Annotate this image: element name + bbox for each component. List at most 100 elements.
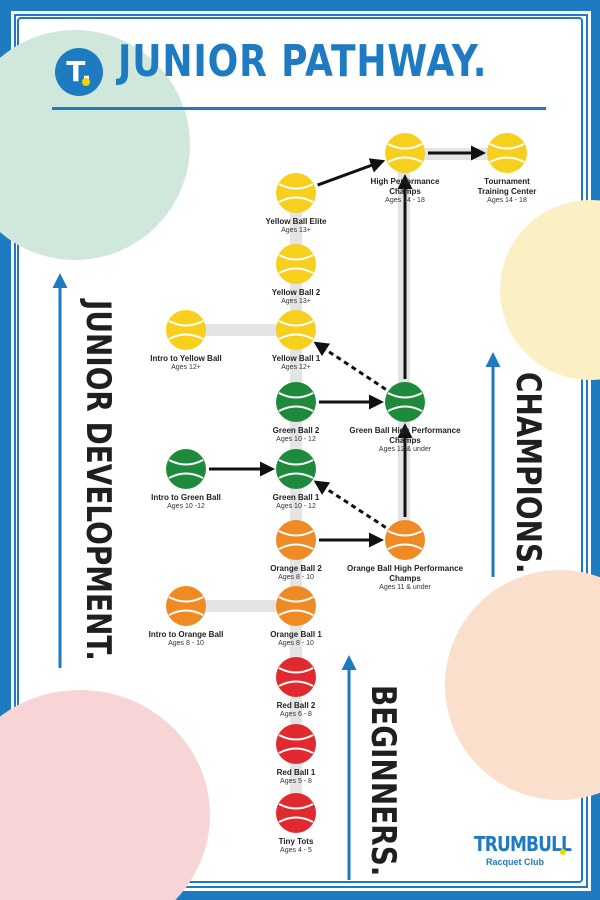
tennis-ball-icon (276, 657, 316, 697)
tennis-ball-icon (276, 586, 316, 626)
node-label-green1: Green Ball 1 (272, 493, 320, 502)
node-label-intro_green: Intro to Green Ball (151, 493, 221, 502)
node-age-orange_hp: Ages 11 & under (379, 584, 431, 591)
ball-orange_hp (385, 520, 425, 560)
ball-green2 (276, 382, 316, 422)
ball-seam (278, 530, 314, 537)
ball-tiny_tots (276, 793, 316, 833)
ball-yellow1 (276, 310, 316, 350)
ball-seam (278, 405, 314, 412)
ball-seam (278, 459, 314, 466)
ball-seam (489, 156, 525, 163)
tennis-ball-icon (276, 382, 316, 422)
node-label-red2: Red Ball 2 (276, 701, 316, 710)
ball-seam (278, 680, 314, 687)
brand-subtitle: Racquet Club (486, 857, 545, 867)
brand-dot (560, 849, 566, 855)
ball-seam (387, 392, 423, 399)
logo-dot (82, 78, 90, 86)
ball-seam (278, 196, 314, 203)
node-age-intro_green: Ages 10 -12 (167, 503, 205, 510)
node-label-yellow_elite: Yellow Ball Elite (265, 217, 327, 226)
ball-intro_green (166, 449, 206, 489)
ball-seam (489, 143, 525, 150)
ball-red2 (276, 657, 316, 697)
page-title: JUNIOR PATHWAY. (118, 36, 488, 87)
tennis-ball-icon (166, 586, 206, 626)
ball-seam (387, 143, 423, 150)
node-age-yellow1: Ages 12+ (281, 364, 311, 371)
tennis-ball-icon (385, 133, 425, 173)
ball-seam (278, 333, 314, 340)
ball-seam (278, 254, 314, 261)
ball-seam (278, 803, 314, 810)
node-age-green2: Ages 10 - 12 (276, 436, 316, 443)
title-divider (52, 107, 546, 110)
ball-seam (278, 267, 314, 274)
node-label-orange2: Orange Ball 2 (270, 564, 322, 573)
inner-border (17, 17, 583, 883)
ball-hp_champs (385, 133, 425, 173)
ball-yellow2 (276, 244, 316, 284)
ball-seam (278, 543, 314, 550)
node-age-red2: Ages 6 - 8 (280, 711, 312, 718)
node-label-yellow1: Yellow Ball 1 (271, 354, 321, 363)
node-age-green_hp: Ages 12 & under (378, 446, 432, 453)
brand-logo: TRUMBULL (474, 832, 572, 856)
ball-seam (278, 596, 314, 603)
beginners-heading: BEGINNERS. (363, 685, 403, 877)
ball-seam (168, 459, 204, 466)
node-age-hp_champs: Ages 14 - 18 (385, 197, 425, 204)
node-age-orange2: Ages 8 - 10 (278, 574, 314, 581)
tennis-ball-icon (166, 310, 206, 350)
ball-seam (168, 596, 204, 603)
node-label-yellow2: Yellow Ball 2 (271, 288, 321, 297)
node-label-orange1: Orange Ball 1 (270, 630, 322, 639)
node-label-intro_orange: Intro to Orange Ball (148, 630, 224, 639)
champions-heading: CHAMPIONS. (508, 372, 548, 574)
ball-red1 (276, 724, 316, 764)
ball-seam (278, 747, 314, 754)
ball-green1 (276, 449, 316, 489)
tennis-ball-icon (385, 520, 425, 560)
ball-intro_orange (166, 586, 206, 626)
ball-orange2 (276, 520, 316, 560)
ball-seam (387, 405, 423, 412)
ball-seam (387, 156, 423, 163)
node-label-intro_yellow: Intro to Yellow Ball (150, 354, 222, 363)
ball-yellow_elite (276, 173, 316, 213)
ball-seam (278, 392, 314, 399)
node-age-intro_orange: Ages 8 - 10 (168, 640, 204, 647)
ball-seam (278, 667, 314, 674)
ball-seam (168, 320, 204, 327)
tennis-ball-icon (276, 310, 316, 350)
ball-seam (278, 320, 314, 327)
ball-ttc (487, 133, 527, 173)
ball-seam (387, 543, 423, 550)
tennis-ball-icon (276, 173, 316, 213)
edge-orange_hp-to-green1 (313, 480, 387, 529)
tennis-ball-icon (276, 520, 316, 560)
ball-seam (168, 472, 204, 479)
node-age-tiny_tots: Ages 4 - 5 (280, 847, 312, 854)
node-label-red1: Red Ball 1 (276, 768, 316, 777)
node-age-ttc: Ages 14 - 18 (487, 197, 527, 204)
logo-badge: T. (55, 48, 103, 96)
node-age-yellow_elite: Ages 13+ (281, 227, 311, 234)
ball-orange1 (276, 586, 316, 626)
tennis-ball-icon (487, 133, 527, 173)
ball-seam (278, 734, 314, 741)
tennis-ball-icon (276, 449, 316, 489)
junior-development-heading: JUNIOR DEVELOPMENT. (78, 300, 118, 661)
ball-seam (278, 816, 314, 823)
node-label-tiny_tots: Tiny Tots (278, 837, 314, 846)
ball-intro_yellow (166, 310, 206, 350)
tennis-ball-icon (276, 724, 316, 764)
ball-seam (387, 530, 423, 537)
